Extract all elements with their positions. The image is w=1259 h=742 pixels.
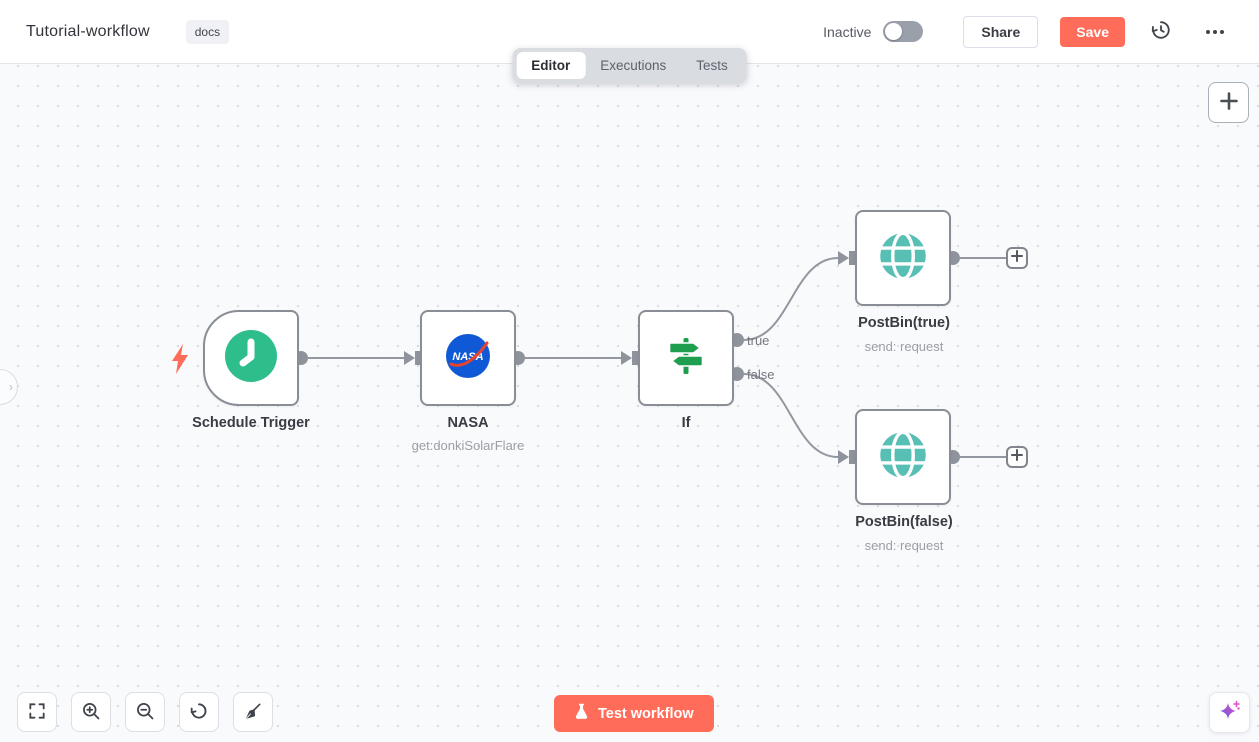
node-label-if: If [681, 415, 691, 431]
output-label-false: false [747, 367, 775, 382]
tab-editor[interactable]: Editor [516, 52, 586, 79]
share-button[interactable]: Share [963, 15, 1039, 48]
node-label-schedule-trigger: Schedule Trigger [192, 415, 310, 431]
zoom-in-button[interactable] [71, 692, 111, 732]
node-subtitle-nasa: get:donkiSolarFlare [411, 438, 525, 453]
test-workflow-label: Test workflow [598, 705, 694, 722]
node-subtitle-postbin-false: send: request [864, 538, 944, 553]
workflow-title[interactable]: Tutorial-workflow [26, 22, 150, 40]
activation-status-label: Inactive [823, 23, 872, 40]
connections-layer [294, 251, 1006, 464]
magnifier-plus-icon [81, 701, 101, 724]
reset-zoom-button[interactable] [179, 692, 219, 732]
open-nodes-panel-button[interactable] [1208, 82, 1249, 123]
ai-assistant-button[interactable] [1209, 692, 1250, 733]
node-label-postbin-false: PostBin(false) [855, 514, 953, 530]
sidebar-expand-button[interactable]: › [0, 369, 18, 405]
view-tabbar: Editor Executions Tests [512, 48, 747, 83]
tab-executions[interactable]: Executions [600, 58, 667, 73]
more-options-button[interactable] [1197, 14, 1233, 50]
add-connected-node-button-false[interactable] [1006, 446, 1028, 468]
node-nasa[interactable]: NASA [420, 310, 516, 406]
output-label-true: true [747, 333, 770, 348]
zoom-out-button[interactable] [125, 692, 165, 732]
workflow-history-button[interactable] [1143, 14, 1179, 50]
activation-toggle[interactable] [883, 21, 924, 42]
test-workflow-button[interactable]: Test workflow [554, 695, 714, 732]
flask-icon [574, 703, 589, 724]
svg-text:NASA: NASA [452, 351, 483, 363]
workflow-canvas[interactable]: › Schedule Trigger NASA NASA get:donkiSo… [0, 63, 1259, 742]
clock-icon [225, 329, 277, 387]
plus-icon [1219, 91, 1239, 114]
plus-icon [1011, 249, 1023, 267]
globe-icon [878, 430, 928, 485]
toggle-knob [885, 23, 903, 40]
nasa-logo-icon: NASA [445, 333, 491, 384]
save-button[interactable]: Save [1060, 16, 1125, 47]
tab-tests[interactable]: Tests [696, 58, 728, 73]
sparkle-icon [1218, 699, 1242, 726]
node-subtitle-postbin-true: send: request [864, 339, 944, 354]
broom-icon [243, 701, 263, 724]
node-label-nasa: NASA [447, 415, 489, 431]
corner-brackets-icon [27, 701, 47, 724]
undo-arrow-icon [189, 701, 209, 724]
signpost-icon [663, 333, 709, 384]
workflow-tag-docs[interactable]: docs [185, 19, 230, 44]
ellipsis-icon [1206, 29, 1224, 34]
node-if[interactable] [638, 310, 734, 406]
header-actions: Inactive Share Save [823, 14, 1233, 50]
node-schedule-trigger[interactable] [203, 310, 299, 406]
node-postbin-false[interactable] [855, 409, 951, 505]
node-label-postbin-true: PostBin(true) [858, 315, 950, 331]
add-connected-node-button-true[interactable] [1006, 247, 1028, 269]
node-postbin-true[interactable] [855, 210, 951, 306]
plus-icon [1011, 448, 1023, 466]
tidy-up-button[interactable] [233, 692, 273, 732]
history-icon [1150, 19, 1172, 44]
zoom-to-fit-button[interactable] [17, 692, 57, 732]
magnifier-minus-icon [135, 701, 155, 724]
lightning-bolt-icon [171, 344, 189, 379]
globe-icon [878, 231, 928, 286]
